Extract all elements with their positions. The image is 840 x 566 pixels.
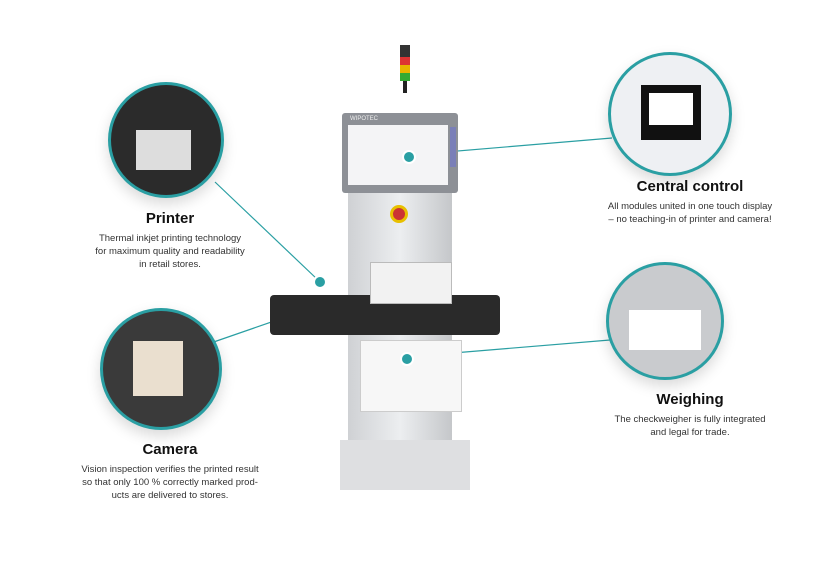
- callout-camera: Camera Vision inspection verifies the pr…: [40, 441, 300, 502]
- callout-text: and legal for trade.: [650, 427, 730, 438]
- machine: WIPOTEC: [270, 40, 530, 510]
- callout-title: Central control: [636, 178, 744, 195]
- callout-text: The checkweigher is fully integrated: [614, 414, 766, 425]
- callout-weighing: Weighing The checkweigher is fully integ…: [560, 391, 820, 439]
- camera-zoom-image: [100, 308, 222, 430]
- central-marker: [402, 150, 416, 164]
- callout-text: – no teaching-in of printer and camera!: [608, 214, 772, 225]
- emergency-stop-button[interactable]: [390, 205, 408, 223]
- callout-title: Camera: [142, 441, 198, 458]
- callout-text: Thermal inkjet printing technology: [98, 233, 242, 244]
- callout-text: in retail stores.: [139, 259, 201, 270]
- callout-central: Central control All modules united in on…: [560, 178, 820, 226]
- callout-text: for maximum quality and readability: [95, 246, 245, 257]
- weigh-cover: [370, 262, 452, 304]
- central-control-zoom-image: [608, 52, 732, 176]
- signal-tower: [400, 45, 410, 93]
- touch-display[interactable]: WIPOTEC: [342, 113, 458, 193]
- weigh-platform: [360, 340, 462, 412]
- weighing-zoom-image: [606, 262, 724, 380]
- callout-title: Weighing: [656, 391, 724, 408]
- brand-label: WIPOTEC: [350, 116, 378, 122]
- callout-text: ucts are delivered to stores.: [111, 490, 229, 501]
- base: [340, 440, 470, 490]
- callout-text: Vision inspection verifies the printed r…: [81, 464, 259, 475]
- callout-printer: Printer Thermal inkjet printing technolo…: [60, 210, 280, 271]
- printer-marker: [313, 275, 327, 289]
- printer-zoom-image: [108, 82, 224, 198]
- callout-text: so that only 100 % correctly marked prod…: [82, 477, 258, 488]
- weighing-marker: [400, 352, 414, 366]
- callout-title: Printer: [145, 210, 195, 227]
- callout-text: All modules united in one touch display: [607, 201, 773, 212]
